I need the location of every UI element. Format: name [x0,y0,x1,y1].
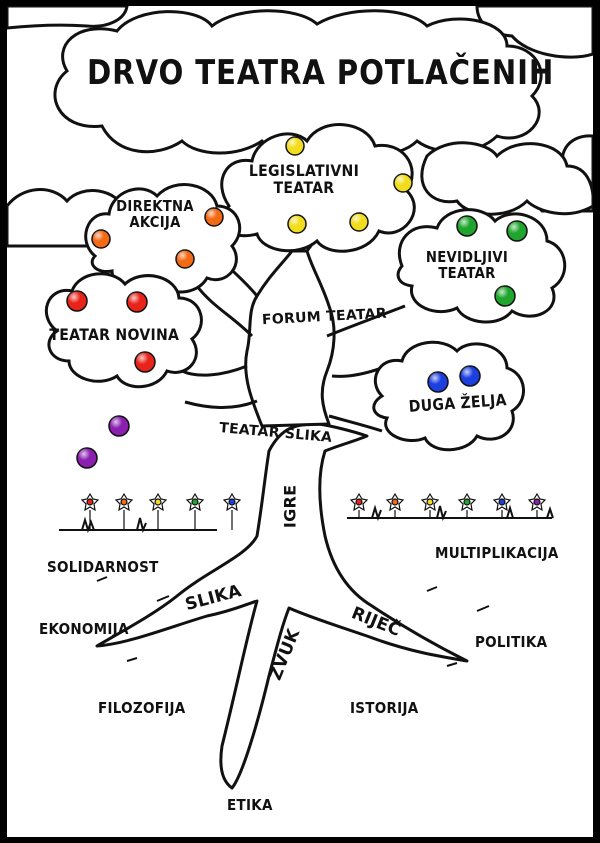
label-solidarity: SOLIDARNOST [47,558,159,576]
flower-row-left [80,492,242,530]
right-cloud [420,141,593,216]
flower [527,492,547,518]
flower-row-right [349,492,547,518]
flower [185,492,205,530]
flower [385,492,405,518]
grass-tufts [81,504,554,534]
label-multiplication: MULTIPLIKACIJA [435,544,559,562]
flower [457,492,477,518]
flower [114,492,134,530]
tree-illustration [7,6,593,790]
poster-title: DRVO TEATRA POTLAČENIH [87,53,555,93]
tree-upper-trunk [244,249,336,428]
label-philosophy: FILOZOFIJA [98,699,186,717]
branch-left [181,285,258,410]
flower [80,492,100,530]
label-direct-action: DIREKTNA AKCIJA [116,197,194,231]
flower [222,492,242,530]
flower [349,492,369,518]
label-newspaper-theatre: TEATAR NOVINA [49,325,180,344]
label-legislative-theatre: LEGISLATIVNI TEATAR [248,161,360,197]
flower [420,492,440,518]
flower [492,492,512,518]
tree-trunk [95,422,469,790]
flower [148,492,168,530]
label-games: IGRE [280,484,300,529]
label-history: ISTORIJA [350,699,419,717]
cloud-rainbow [372,340,525,452]
poster-page: DRVO TEATRA POTLAČENIH LEGISLATIVNI TEAT… [7,6,593,837]
label-economy: EKONOMIJA [39,620,129,638]
label-invisible-theatre: NEVIDLJIVI TEATAR [425,248,509,282]
label-politics: POLITIKA [475,633,548,651]
soil-dashes [96,576,490,667]
label-ethics: ETIKA [227,796,273,814]
sky-cloud-top-left [7,6,129,30]
fruit-highlights [67,137,527,468]
